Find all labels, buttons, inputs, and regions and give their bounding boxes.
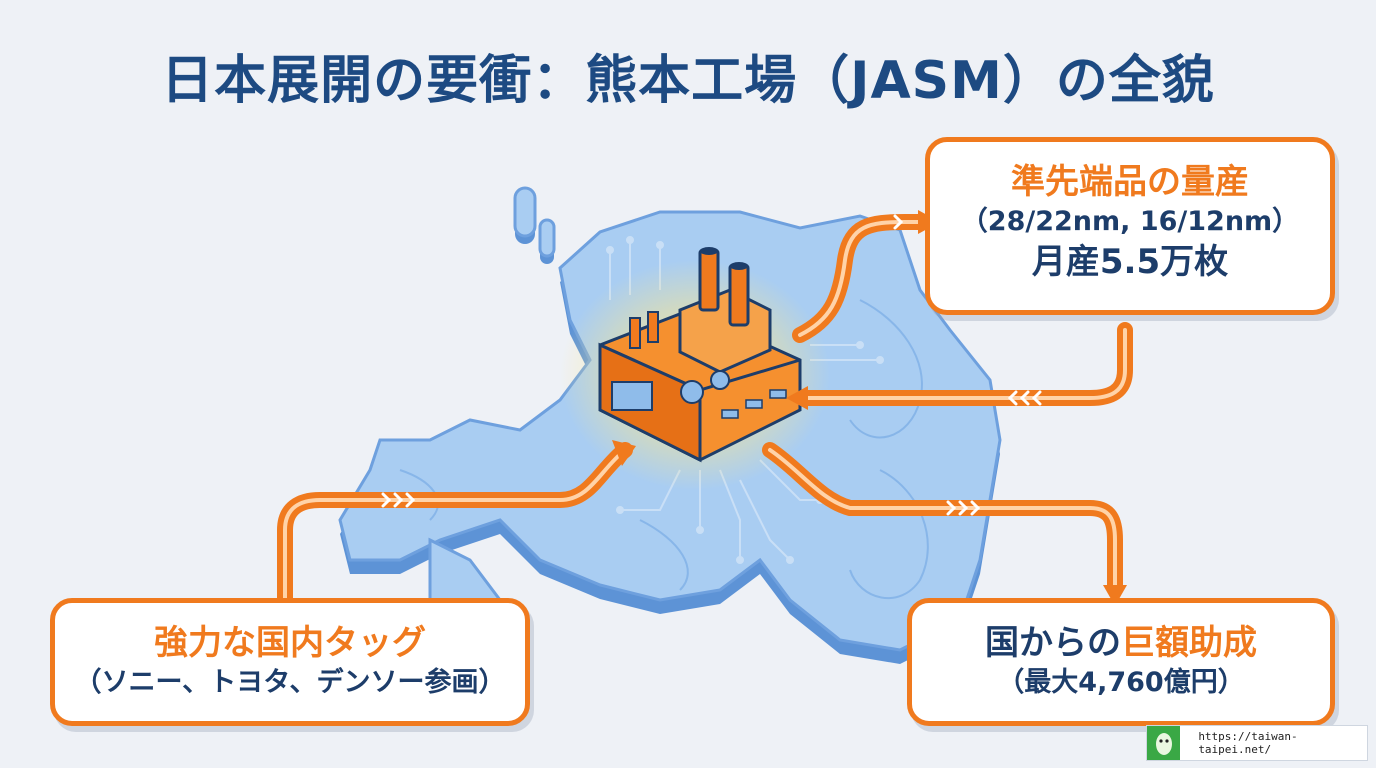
leaf-logo-icon (1147, 726, 1181, 760)
watermark-url[interactable]: https://taiwan-taipei.net/ (1198, 730, 1298, 756)
page-title: 日本展開の要衝：熊本工場（JASM）の全貌 (161, 51, 1215, 111)
mass-production-box: 準先端品の量産 （28/22nm, 16/12nm） 月産5.5万枚 (925, 137, 1335, 315)
subsidy-box: 国からの巨額助成 （最大4,760億円） (907, 598, 1335, 726)
monthly-capacity: 月産5.5万枚 (1031, 242, 1229, 282)
mass-production-heading: 準先端品の量産 (1011, 162, 1249, 202)
partners-heading-main: 国内タッグ (256, 623, 426, 663)
subsidy-heading-main: 巨額助成 (1121, 623, 1257, 663)
process-nodes: （28/22nm, 16/12nm） (960, 206, 1300, 237)
subsidy-amount: （最大4,760億円） (997, 667, 1245, 698)
partner-companies: （ソニー、トヨタ、デンソー参画） (74, 667, 506, 698)
factory-icon (598, 247, 802, 463)
watermark[interactable]: https://taiwan-taipei.net/ (1146, 725, 1368, 761)
subsidy-heading-prefix: 国からの (985, 623, 1121, 663)
domestic-partners-box: 強力な国内タッグ （ソニー、トヨタ、デンソー参画） (50, 598, 530, 726)
partners-heading-prefix: 強力な (154, 623, 256, 663)
